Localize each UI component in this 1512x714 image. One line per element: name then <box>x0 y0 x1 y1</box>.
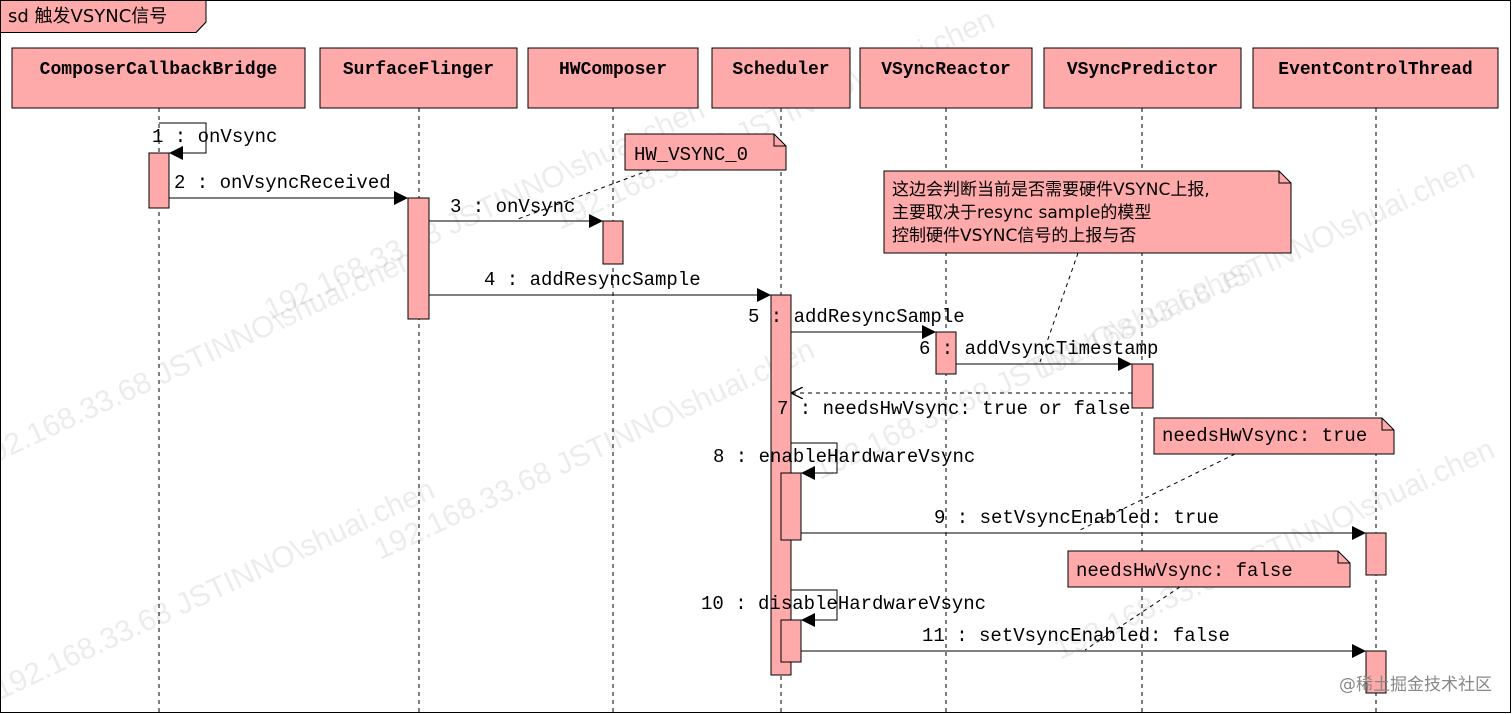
activation-vsync-reactor <box>935 331 957 375</box>
note-connector-false <box>1084 586 1181 651</box>
participant-vsync-reactor[interactable]: VSyncReactor <box>859 47 1033 109</box>
activation-composer-callback-bridge <box>148 152 170 209</box>
participant-surface-flinger[interactable]: SurfaceFlinger <box>319 47 518 109</box>
note-true: needsHwVsync: true <box>1153 417 1395 455</box>
participant-label: VSyncReactor <box>881 60 1011 80</box>
activation-vsync-predictor <box>1131 363 1154 409</box>
activation-scheduler-disable <box>780 619 802 663</box>
participant-label: SurfaceFlinger <box>343 60 494 80</box>
frame-label: sd 触发VSYNC信号 <box>8 6 167 27</box>
message-label: 4 : addResyncSample <box>484 269 701 291</box>
message-label: 6 : addVsyncTimestamp <box>919 338 1158 360</box>
participant-vsync-predictor[interactable]: VSyncPredictor <box>1043 47 1242 109</box>
participant-event-control-thread[interactable]: EventControlThread <box>1252 47 1499 109</box>
messages: 1 : onVsync 2 : onVsyncReceived 3 : onVs… <box>152 122 1366 658</box>
note-hw-vsync: HW_VSYNC_0 <box>624 133 787 171</box>
note-text: 这边会判断当前是否需要硬件VSYNC上报, <box>892 180 1210 200</box>
message-label: 5 : addResyncSample <box>748 306 965 328</box>
participant-scheduler[interactable]: Scheduler <box>711 47 851 109</box>
message-label: 9 : setVsyncEnabled: true <box>934 507 1219 529</box>
activation-scheduler-enable <box>780 472 802 541</box>
message-label: 7 : needsHwVsync: true or false <box>777 398 1130 420</box>
participant-hw-composer[interactable]: HWComposer <box>527 47 699 109</box>
message-arrow <box>159 122 207 160</box>
message-label: 1 : onVsync <box>152 126 277 148</box>
note-connectors <box>517 169 1236 651</box>
message-arrow <box>791 589 838 627</box>
activation-event-control-thread-enable <box>1365 532 1387 576</box>
message-label: 2 : onVsyncReceived <box>174 172 391 194</box>
frame-tab-fill <box>0 0 207 33</box>
participants: ComposerCallbackBridge SurfaceFlinger HW… <box>11 47 1499 109</box>
note-resync: 这边会判断当前是否需要硬件VSYNC上报, 主要取决于resync sample… <box>883 170 1292 254</box>
activation-event-control-thread-disable <box>1365 650 1387 694</box>
activations <box>148 152 1387 694</box>
participant-label: HWComposer <box>559 60 667 80</box>
notes: HW_VSYNC_0 这边会判断当前是否需要硬件VSYNC上报, 主要取决于re… <box>624 133 1395 588</box>
note-text: HW_VSYNC_0 <box>634 144 748 166</box>
activation-surface-flinger <box>407 197 430 320</box>
activation-hw-composer <box>602 220 624 265</box>
participant-label: EventControlThread <box>1278 60 1472 80</box>
message-label: 8 : enableHardwareVsync <box>713 446 975 468</box>
note-text: 主要取决于resync sample的模型 <box>892 203 1151 223</box>
watermark-text: 192.168.33.68 JSTINNO\shuai.chen <box>0 473 440 707</box>
note-text: needsHwVsync: false <box>1076 560 1293 582</box>
note-text: needsHwVsync: true <box>1162 425 1367 447</box>
participant-label: VSyncPredictor <box>1067 60 1218 80</box>
note-connector-resync <box>1039 252 1079 363</box>
attribution-text: @稀土掘金技术社区 <box>1339 675 1492 695</box>
participant-composer-callback-bridge[interactable]: ComposerCallbackBridge <box>11 47 306 109</box>
message-label: 11 : setVsyncEnabled: false <box>922 625 1230 647</box>
message-arrow <box>791 442 838 480</box>
note-text: 控制硬件VSYNC信号的上报与否 <box>892 226 1136 246</box>
note-false: needsHwVsync: false <box>1067 550 1351 588</box>
participant-label: ComposerCallbackBridge <box>40 60 278 80</box>
message-label: 10 : disableHardwareVsync <box>701 593 986 615</box>
participant-label: Scheduler <box>732 60 829 80</box>
message-label: 3 : onVsync <box>450 196 575 218</box>
